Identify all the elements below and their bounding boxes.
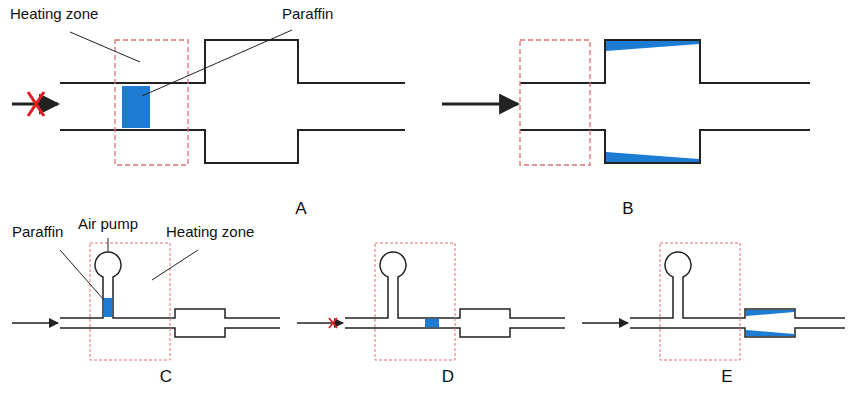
- blocked-mark: [28, 92, 44, 116]
- panel-d: [297, 243, 565, 360]
- paraffin-deposit: [606, 152, 699, 162]
- paraffin-plug: [122, 86, 150, 128]
- callout-label: Paraffin: [12, 224, 63, 241]
- callout-label: Heating zone: [166, 224, 254, 241]
- panel-letter: A: [295, 200, 306, 219]
- panel-letter: B: [622, 200, 633, 219]
- panel-c: [12, 238, 280, 360]
- leader-line: [70, 32, 140, 62]
- flow-arrow: [442, 103, 518, 106]
- callout-label: Heating zone: [10, 6, 98, 23]
- panel-e: [582, 243, 845, 360]
- leader-line: [142, 30, 292, 96]
- panel-letter: C: [160, 368, 172, 387]
- callout-label: Paraffin: [282, 6, 333, 23]
- heating-zone: [520, 40, 590, 165]
- paraffin-deposit: [606, 41, 699, 51]
- panel-letter: D: [442, 368, 454, 387]
- channel-wall: [60, 40, 405, 163]
- heating-zone: [115, 40, 188, 165]
- panel-letter: E: [721, 368, 732, 387]
- callout-label: Air pump: [78, 216, 138, 233]
- channel-wall: [520, 40, 810, 163]
